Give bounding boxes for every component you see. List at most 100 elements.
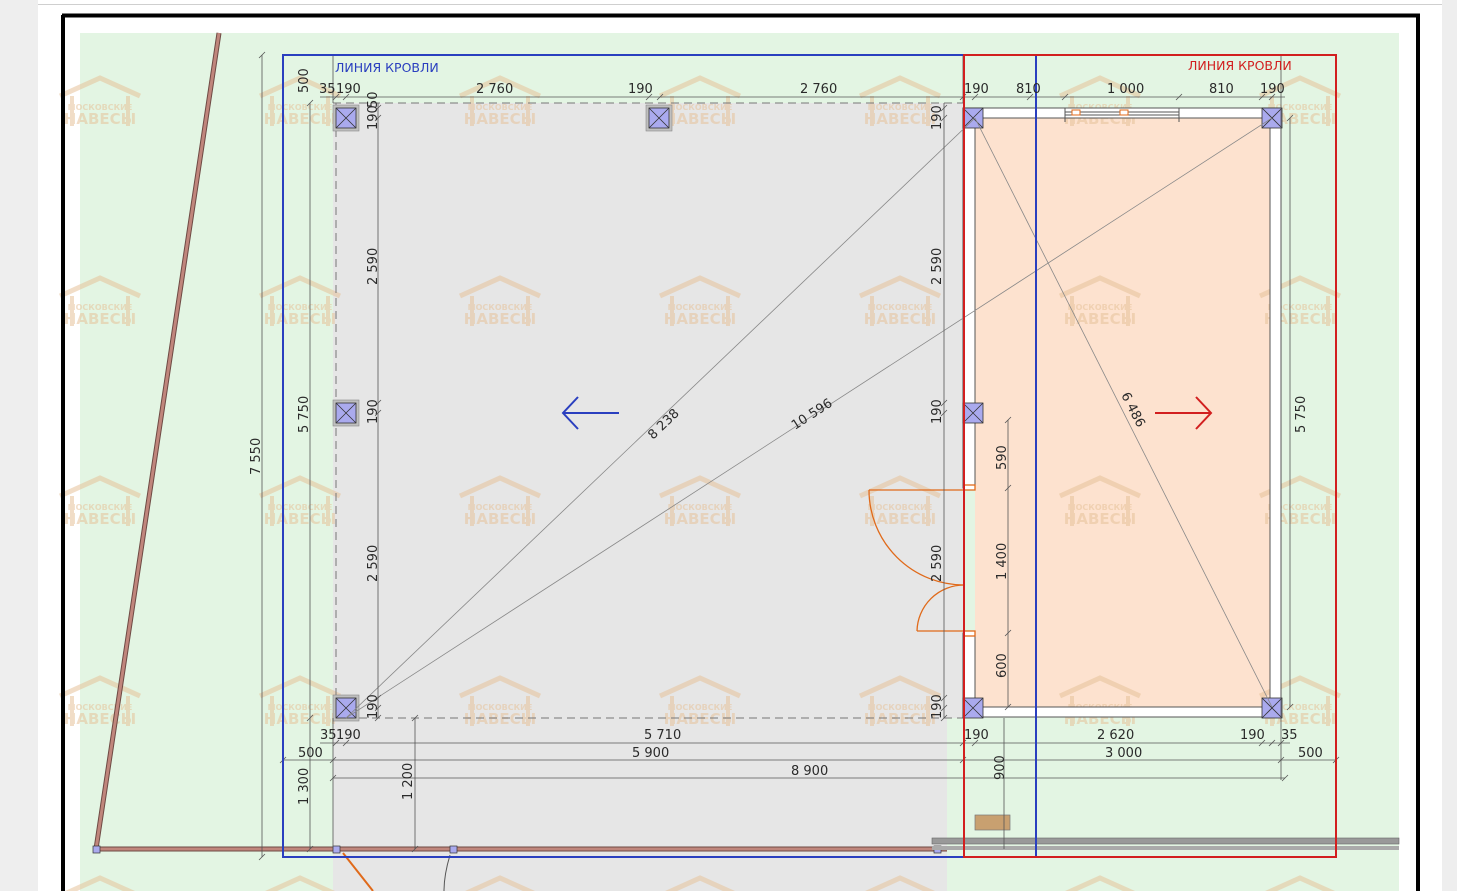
svg-text:МОСКОВСКИЕ: МОСКОВСКИЕ — [468, 103, 533, 112]
svg-text:МОСКОВСКИЕ: МОСКОВСКИЕ — [468, 303, 533, 312]
dim-bot-2620: 2 620 — [1097, 728, 1134, 743]
svg-text:МОСКОВСКИЕ: МОСКОВСКИЕ — [868, 103, 933, 112]
dim-door-600: 600 — [995, 653, 1010, 678]
dim-right-5750: 5 750 — [1294, 396, 1309, 433]
svg-text:МОСКОВСКИЕ: МОСКОВСКИЕ — [1268, 303, 1333, 312]
slope-arrow-left — [561, 396, 619, 430]
door[interactable] — [868, 484, 976, 637]
dim-top-190-right: 190 — [964, 82, 989, 97]
post — [962, 107, 984, 129]
svg-text:МОСКОВСКИЕ: МОСКОВСКИЕ — [268, 103, 333, 112]
roof-line-red — [963, 54, 1337, 858]
post — [1261, 697, 1283, 719]
dim-mid-190-bot: 190 — [930, 694, 945, 719]
svg-text:МОСКОВСКИЕ: МОСКОВСКИЕ — [1068, 503, 1133, 512]
svg-text:НАВЕСЫ: НАВЕСЫ — [64, 110, 136, 128]
dim-top-190-left: 190 — [336, 82, 361, 97]
dim-top-810-right: 810 — [1209, 82, 1234, 97]
dim-left-5750: 5 750 — [297, 396, 312, 433]
post — [962, 402, 984, 424]
canopy-floor — [333, 103, 963, 718]
svg-text:НАВЕСЫ: НАВЕСЫ — [664, 310, 736, 328]
svg-text:МОСКОВСКИЕ: МОСКОВСКИЕ — [68, 703, 133, 712]
dim-bot-500-right: 500 — [1298, 746, 1323, 761]
dim-left-50: 50 — [366, 91, 381, 108]
post — [332, 399, 360, 427]
svg-text:МОСКОВСКИЕ: МОСКОВСКИЕ — [868, 503, 933, 512]
dim-door-590: 590 — [995, 445, 1010, 470]
svg-text:НАВЕСЫ: НАВЕСЫ — [264, 110, 336, 128]
utility-box — [974, 814, 1011, 831]
svg-text:НАВЕСЫ: НАВЕСЫ — [1264, 510, 1336, 528]
svg-text:НАВЕСЫ: НАВЕСЫ — [464, 310, 536, 328]
dim-900: 900 — [993, 755, 1008, 780]
svg-text:НАВЕСЫ: НАВЕСЫ — [464, 110, 536, 128]
dim-left-500: 500 — [297, 68, 312, 93]
post — [645, 104, 673, 132]
roof-line-blue — [282, 54, 1037, 858]
dim-left-190-top: 190 — [366, 105, 381, 130]
dim-top-810-left: 810 — [1016, 82, 1041, 97]
svg-text:НАВЕСЫ: НАВЕСЫ — [864, 510, 936, 528]
svg-text:НАВЕСЫ: НАВЕСЫ — [64, 510, 136, 528]
canopy-outline — [333, 102, 963, 719]
svg-text:НАВЕСЫ: НАВЕСЫ — [664, 110, 736, 128]
dim-left-7550: 7 550 — [249, 438, 264, 475]
svg-text:МОСКОВСКИЕ: МОСКОВСКИЕ — [268, 503, 333, 512]
dim-mid-190-mid: 190 — [930, 399, 945, 424]
svg-text:НАВЕСЫ: НАВЕСЫ — [1264, 310, 1336, 328]
dim-top-35: 35 — [319, 82, 336, 97]
svg-text:МОСКОВСКИЕ: МОСКОВСКИЕ — [668, 503, 733, 512]
dim-top-190-mid: 190 — [628, 82, 653, 97]
diagonals — [345, 117, 1273, 719]
dim-mid-2590-b: 2 590 — [930, 545, 945, 582]
roof-line-label-left: ЛИНИЯ КРОВЛИ — [335, 60, 439, 75]
dim-bot-500-left: 500 — [298, 746, 323, 761]
dim-left-2590-a: 2 590 — [366, 248, 381, 285]
svg-text:МОСКОВСКИЕ: МОСКОВСКИЕ — [468, 503, 533, 512]
dim-top-1000: 1 000 — [1107, 82, 1144, 97]
fence — [92, 32, 1400, 891]
svg-text:МОСКОВСКИЕ: МОСКОВСКИЕ — [1268, 703, 1333, 712]
dim-bot-190-left: 190 — [336, 728, 361, 743]
svg-text:МОСКОВСКИЕ: МОСКОВСКИЕ — [468, 703, 533, 712]
slope-arrow-right — [1155, 396, 1213, 430]
post — [332, 104, 360, 132]
svg-text:НАВЕСЫ: НАВЕСЫ — [64, 710, 136, 728]
svg-text:НАВЕСЫ: НАВЕСЫ — [264, 310, 336, 328]
svg-text:НАВЕСЫ: НАВЕСЫ — [664, 710, 736, 728]
svg-text:НАВЕСЫ: НАВЕСЫ — [464, 510, 536, 528]
dim-top-span-2: 2 760 — [800, 82, 837, 97]
svg-text:МОСКОВСКИЕ: МОСКОВСКИЕ — [68, 503, 133, 512]
posts — [332, 104, 1283, 722]
svg-text:МОСКОВСКИЕ: МОСКОВСКИЕ — [868, 703, 933, 712]
dim-bot-5710: 5 710 — [644, 728, 681, 743]
watermark-layer: МОСКОВСКИЕНАВЕСЫМОСКОВСКИЕНАВЕСЫМОСКОВСК… — [58, 75, 1342, 891]
floor-plan: МОСКОВСКИЕНАВЕСЫМОСКОВСКИЕНАВЕСЫМОСКОВСК… — [38, 4, 1442, 891]
dim-bot-190-right: 190 — [1240, 728, 1265, 743]
dim-left-1300: 1 300 — [297, 768, 312, 805]
dim-mid-2590-a: 2 590 — [930, 248, 945, 285]
roof-line-label-right: ЛИНИЯ КРОВЛИ — [1188, 58, 1292, 73]
svg-text:МОСКОВСКИЕ: МОСКОВСКИЕ — [868, 303, 933, 312]
driveway — [333, 718, 947, 891]
